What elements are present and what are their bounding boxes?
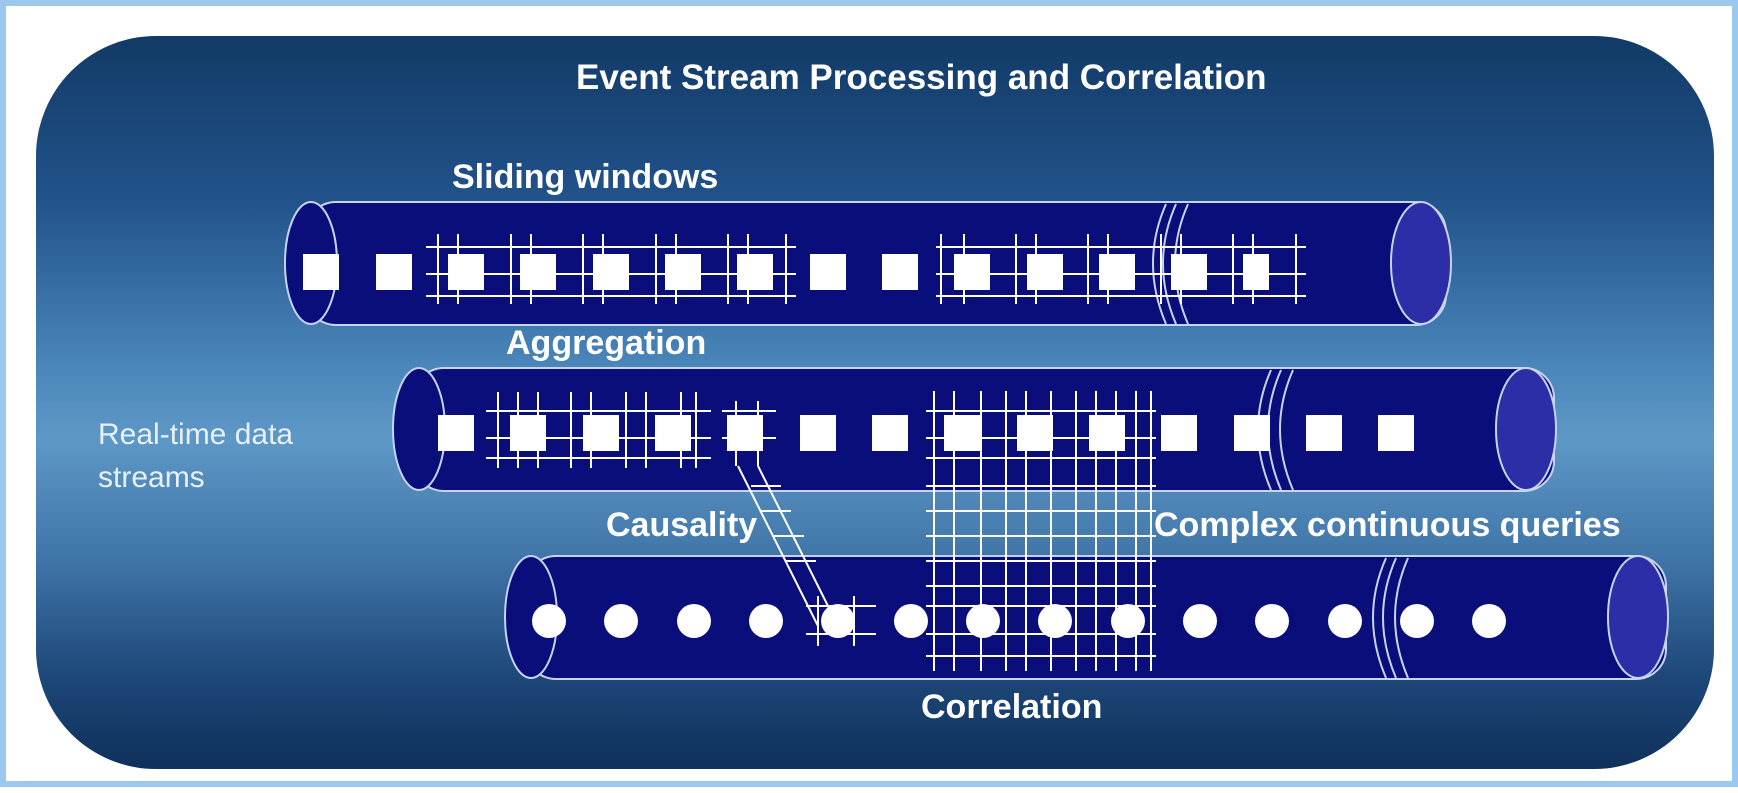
event-square bbox=[1171, 254, 1207, 290]
sliding-window-grid bbox=[426, 234, 1306, 304]
event-circle bbox=[1038, 604, 1072, 638]
event-square bbox=[1027, 254, 1063, 290]
event-square bbox=[655, 415, 691, 451]
stream-1-events bbox=[303, 254, 1269, 290]
event-circle bbox=[1472, 604, 1506, 638]
event-square bbox=[520, 254, 556, 290]
event-square bbox=[376, 254, 412, 290]
event-square bbox=[944, 415, 980, 451]
event-circle bbox=[604, 604, 638, 638]
stream-pipe-2 bbox=[392, 367, 1557, 492]
event-square bbox=[1243, 254, 1269, 290]
event-circle bbox=[966, 604, 1000, 638]
event-circle bbox=[894, 604, 928, 638]
event-square bbox=[810, 254, 846, 290]
event-square bbox=[665, 254, 701, 290]
event-square bbox=[1099, 254, 1135, 290]
event-square bbox=[1089, 415, 1125, 451]
label-correlation: Correlation bbox=[921, 688, 1103, 726]
event-square bbox=[583, 415, 619, 451]
event-square bbox=[882, 254, 918, 290]
label-causality: Causality bbox=[606, 506, 758, 544]
event-circle bbox=[821, 604, 855, 638]
event-square bbox=[1161, 415, 1197, 451]
aggregation-grid bbox=[486, 392, 711, 468]
event-circle bbox=[532, 604, 566, 638]
event-square bbox=[1378, 415, 1414, 451]
event-square bbox=[438, 415, 474, 451]
event-square bbox=[737, 254, 773, 290]
event-circle bbox=[1328, 604, 1362, 638]
event-circle bbox=[1183, 604, 1217, 638]
event-circle bbox=[749, 604, 783, 638]
event-square bbox=[303, 254, 339, 290]
event-square bbox=[872, 415, 908, 451]
causality-path bbox=[722, 401, 876, 646]
label-complex-queries: Complex continuous queries bbox=[1154, 506, 1621, 544]
event-square bbox=[1017, 415, 1053, 451]
event-square bbox=[593, 254, 629, 290]
stream-3-events bbox=[532, 604, 1506, 638]
event-circle bbox=[1400, 604, 1434, 638]
label-realtime-streams: Real-time data streams bbox=[98, 418, 294, 494]
label-aggregation: Aggregation bbox=[506, 324, 707, 362]
label-sliding-windows: Sliding windows bbox=[452, 158, 719, 196]
event-square bbox=[448, 254, 484, 290]
stream-diagram bbox=[284, 201, 1669, 680]
event-square bbox=[1234, 415, 1270, 451]
event-square bbox=[1306, 415, 1342, 451]
event-circle bbox=[677, 604, 711, 638]
event-square bbox=[800, 415, 836, 451]
event-square bbox=[954, 254, 990, 290]
event-circle bbox=[1111, 604, 1145, 638]
event-circle bbox=[1255, 604, 1289, 638]
diagram-title: Event Stream Processing and Correlation bbox=[576, 58, 1267, 97]
event-square bbox=[510, 415, 546, 451]
